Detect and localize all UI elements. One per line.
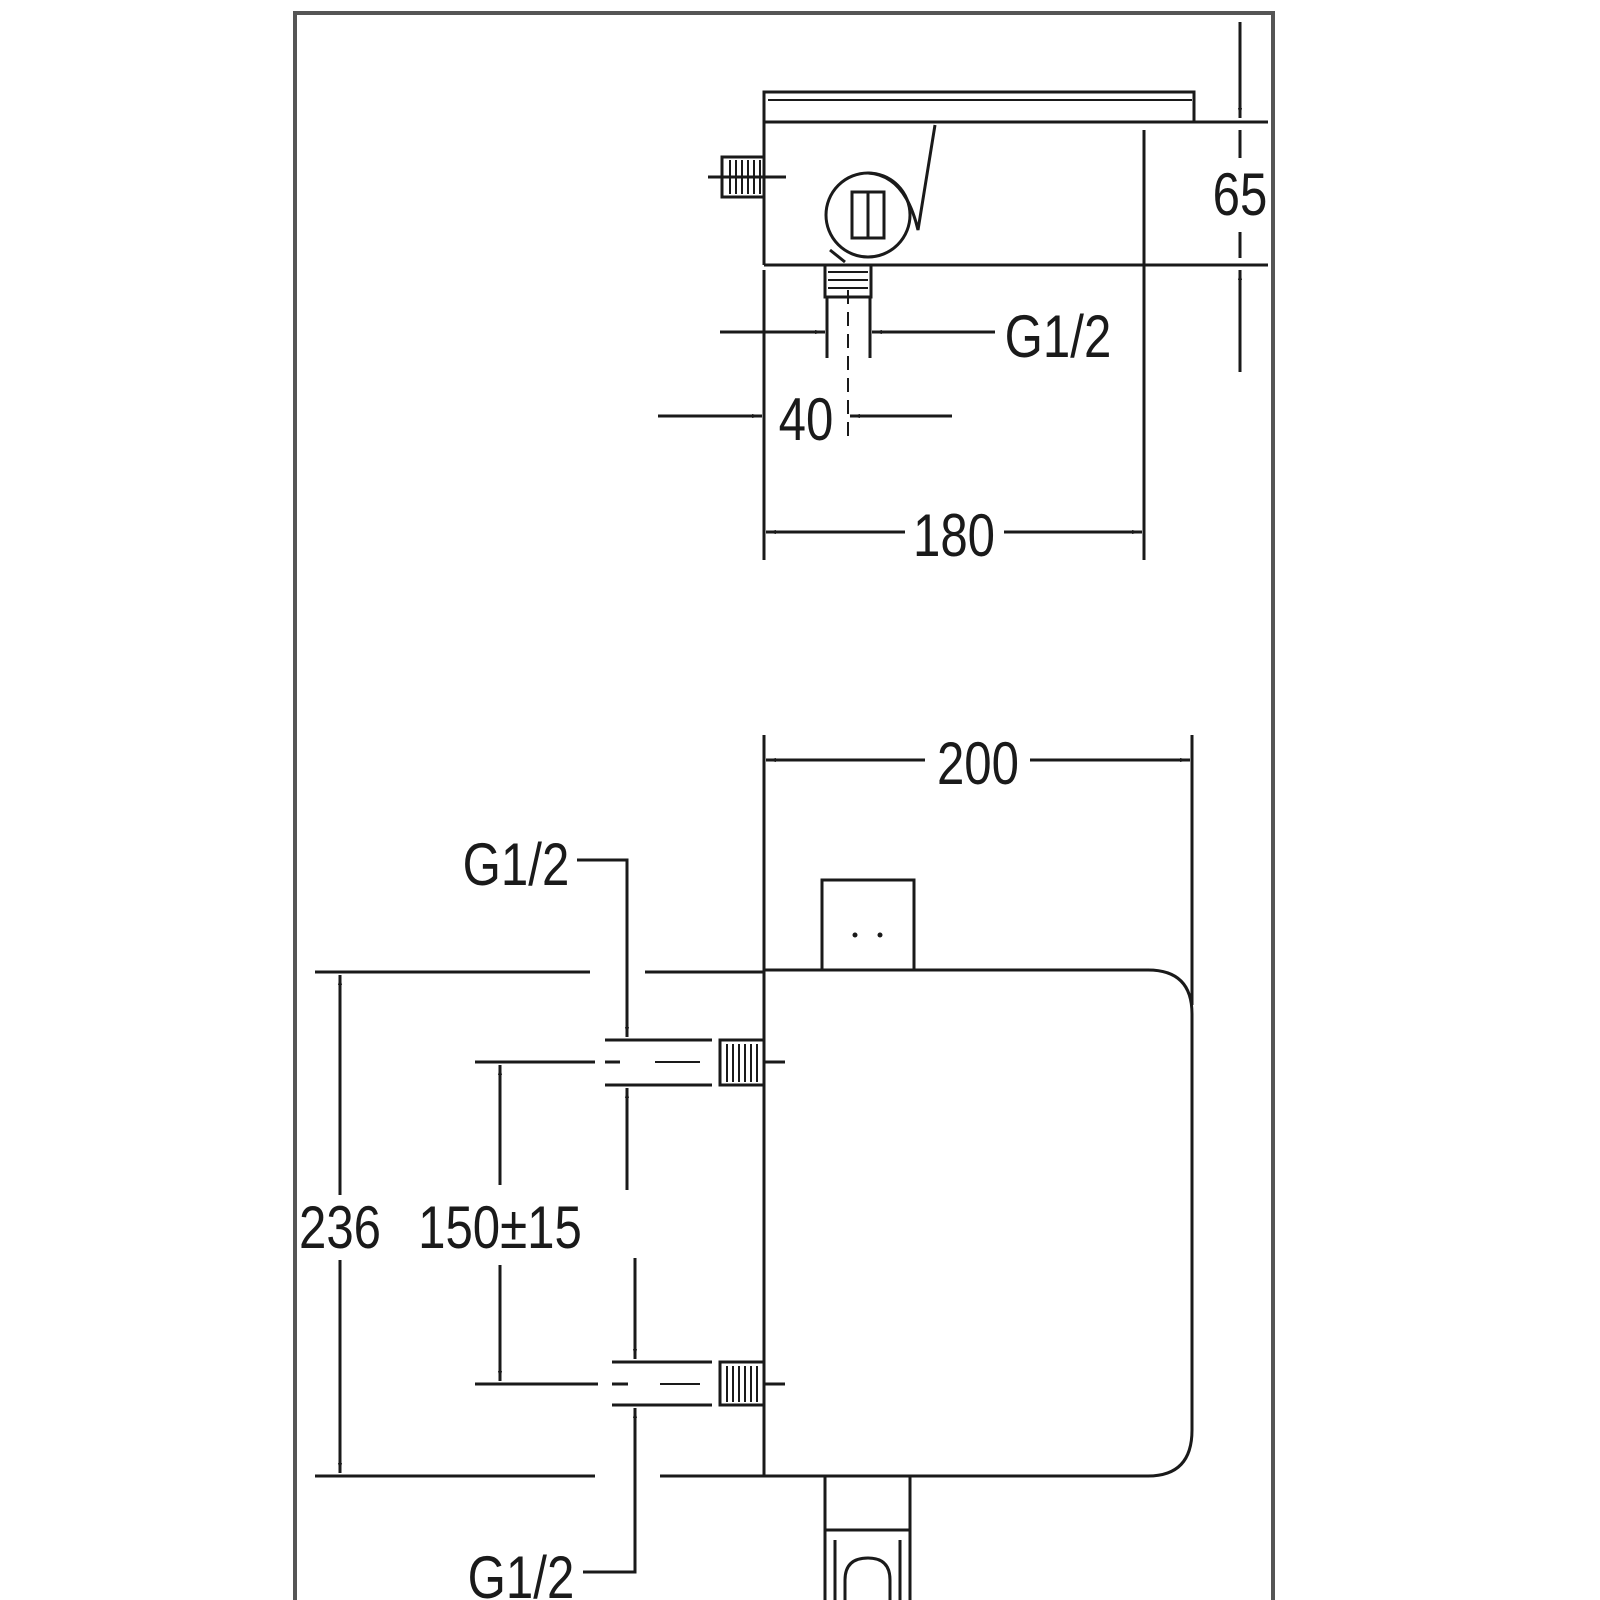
dim-inlet-offset: 40 <box>779 385 834 453</box>
front-view: 200 <box>299 729 1194 1600</box>
front-control-box <box>820 878 916 972</box>
dim-depth: 180 <box>913 501 995 569</box>
side-view-top-plate <box>762 90 1196 124</box>
front-view-body <box>762 968 1194 1478</box>
bottom-outlet <box>825 1528 910 1600</box>
dim-body-height: 236 <box>299 1193 381 1261</box>
dim-inlet-thread-top: G1/2 <box>463 830 570 898</box>
dim-inlet-thread-side: G1/2 <box>1005 302 1112 370</box>
dim-inlet-thread-bottom: G1/2 <box>468 1543 575 1600</box>
drawing-frame <box>293 11 1275 1600</box>
side-view: 65 G1/2 40 180 <box>658 22 1268 569</box>
dim-inlet-spacing: 150±15 <box>418 1193 582 1261</box>
dim-height-side: 65 <box>1213 160 1268 228</box>
dim-width: 200 <box>937 729 1019 797</box>
